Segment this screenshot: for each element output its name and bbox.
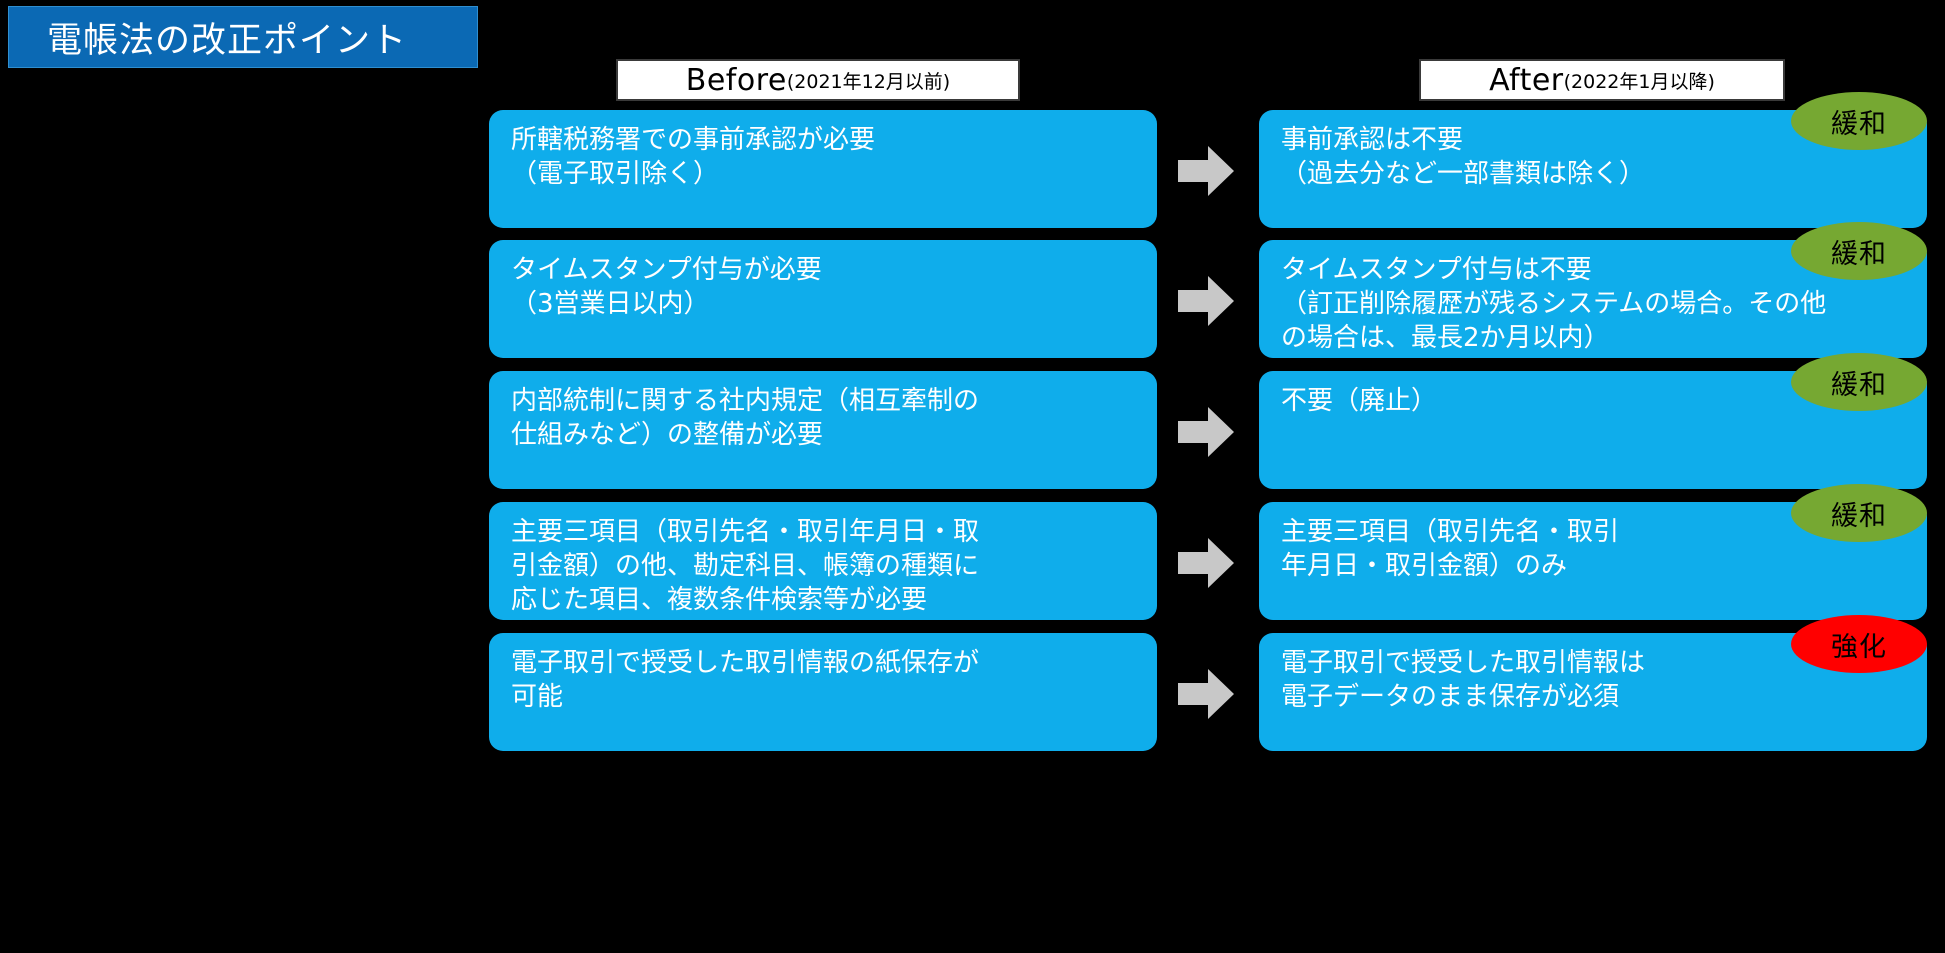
badge-relax: 緩和 (1791, 222, 1927, 280)
before-box: 電子取引で授受した取引情報の紙保存が可能 (489, 633, 1157, 751)
text-line: 電子データのまま保存が必須 (1281, 681, 1620, 712)
before-box: 所轄税務署での事前承認が必要（電子取引除く） (489, 110, 1157, 228)
text-line: タイムスタンプ付与は不要 (1281, 255, 1592, 285)
before-box: タイムスタンプ付与が必要（3営業日以内） (489, 240, 1157, 358)
text-line: 所轄税務署での事前承認が必要 (511, 125, 876, 155)
column-header-after: After (2022年1月以降) (1419, 59, 1785, 101)
text-line: 応じた項目、複数条件検索等が必要 (511, 584, 928, 615)
column-header-before-main: Before (685, 62, 787, 98)
after-box: タイムスタンプ付与は不要（訂正削除履歴が残るシステムの場合。その他の場合は、最長… (1259, 240, 1927, 358)
column-header-before: Before (2021年12月以前) (616, 59, 1020, 101)
badge-relax: 緩和 (1791, 92, 1927, 150)
badge-strengthen: 強化 (1791, 615, 1927, 673)
text-line: 仕組みなど）の整備が必要 (511, 419, 824, 450)
text-line: （訂正削除履歴が残るシステムの場合。その他 (1281, 288, 1827, 319)
right-arrow-icon (1178, 538, 1234, 588)
text-line: タイムスタンプ付与が必要 (511, 255, 822, 285)
badge-relax: 緩和 (1791, 484, 1927, 542)
right-arrow-icon (1178, 669, 1234, 719)
column-header-after-main: After (1489, 62, 1564, 98)
right-arrow-icon (1178, 407, 1234, 457)
after-box: 電子取引で授受した取引情報は電子データのまま保存が必須 (1259, 633, 1927, 751)
title-banner: 電帳法の改正ポイント (8, 6, 478, 68)
right-arrow-icon (1178, 276, 1234, 326)
text-line: 内部統制に関する社内規定（相互牽制の (511, 386, 980, 416)
badge-relax: 緩和 (1791, 353, 1927, 411)
text-line: の場合は、最長2か月以内） (1281, 322, 1610, 353)
column-header-after-sub: (2022年1月以降) (1563, 70, 1715, 93)
text-line: 電子取引で授受した取引情報の紙保存が (511, 648, 980, 678)
text-line: 主要三項目（取引先名・取引 (1281, 517, 1620, 547)
text-line: 年月日・取引金額）のみ (1281, 550, 1568, 581)
text-line: 電子取引で授受した取引情報は (1281, 648, 1646, 678)
text-line: 可能 (511, 681, 564, 712)
text-line: （過去分など一部書類は除く） (1281, 158, 1646, 189)
text-line: 引金額）の他、勘定科目、帳簿の種類に (511, 550, 980, 581)
page-title: 電帳法の改正ポイント (47, 20, 408, 61)
text-line: 主要三項目（取引先名・取引年月日・取 (511, 517, 980, 547)
text-line: 事前承認は不要 (1281, 125, 1464, 155)
text-line: 不要（廃止） (1281, 386, 1438, 416)
before-box: 主要三項目（取引先名・取引年月日・取引金額）の他、勘定科目、帳簿の種類に応じた項… (489, 502, 1157, 620)
right-arrow-icon (1178, 146, 1234, 196)
before-box: 内部統制に関する社内規定（相互牽制の仕組みなど）の整備が必要 (489, 371, 1157, 489)
text-line: （電子取引除く） (511, 158, 720, 189)
text-line: （3営業日以内） (511, 288, 710, 319)
column-header-before-sub: (2021年12月以前) (786, 70, 951, 93)
